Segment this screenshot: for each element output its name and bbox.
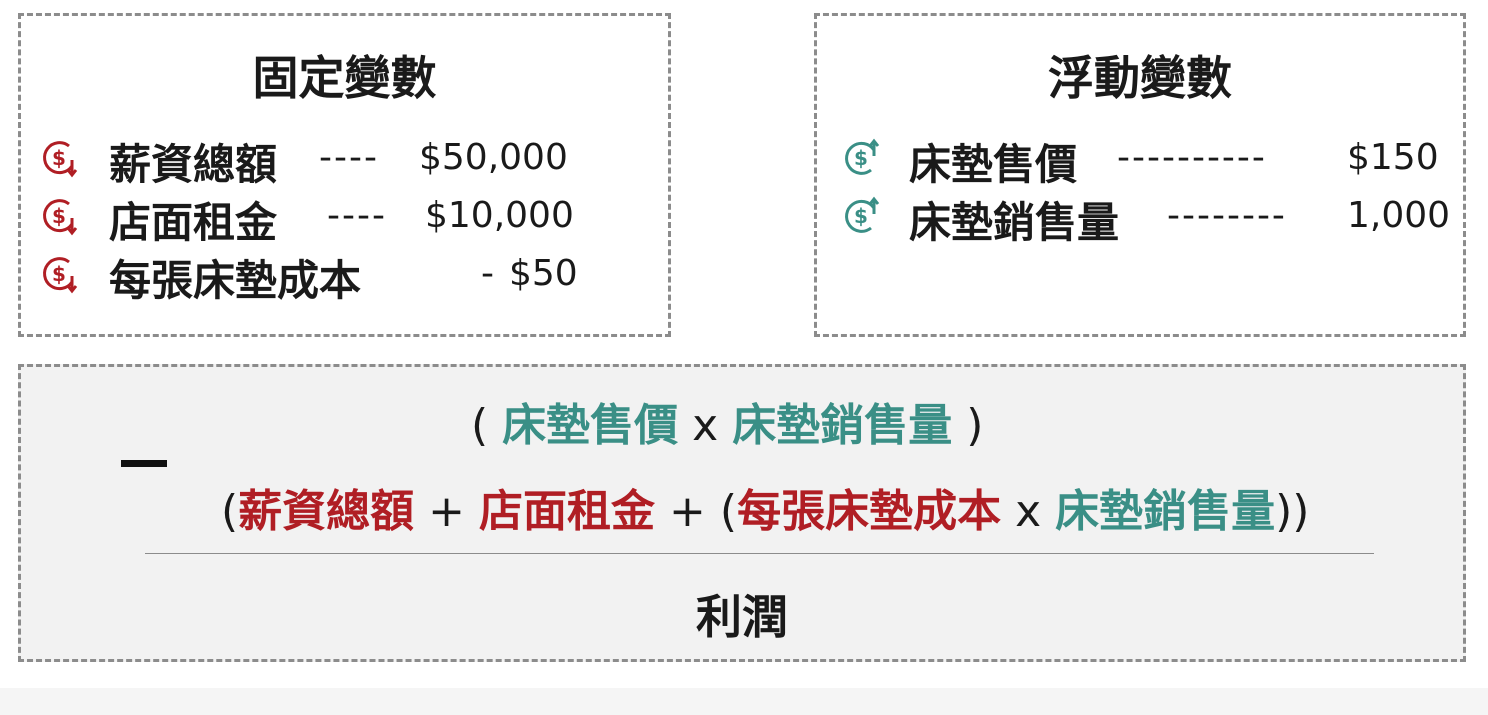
floating-variables-title: 浮動變數 [1048,51,1232,105]
times-sign: x [692,400,719,451]
dollar-down-icon: $ [43,199,78,236]
fixed-item-rent: $ 店面租金 ---- $10,000 [39,187,659,247]
fixed-item-label: 店面租金 [109,198,278,247]
term-salary: 薪資總額 [238,486,415,537]
times-sign: x [1015,486,1042,537]
term-volume: 床墊銷售量 [732,400,953,451]
dash-leader: ---------- [1117,137,1267,178]
fixed-variables-box: 固定變數 $ 薪資總額 ---- $50,000 $ 店面租金 ---- $10… [18,13,671,337]
svg-text:$: $ [52,204,66,228]
open-paren: ( [471,400,489,451]
term-unit-cost: 每張床墊成本 [737,486,1002,537]
fixed-item-value: $50,000 [419,137,568,178]
close-paren: ) [966,400,984,451]
svg-text:$: $ [52,146,66,170]
floating-item-label: 床墊銷售量 [909,198,1120,247]
plus-sign: + [428,486,466,537]
floating-variables-box: 浮動變數 $ 床墊售價 ---------- $150 $ 床墊銷售量 ----… [814,13,1466,337]
bottom-strip [0,688,1488,715]
term-rent: 店面租金 [479,486,656,537]
fixed-item-salary: $ 薪資總額 ---- $50,000 [39,129,659,189]
svg-text:$: $ [854,204,868,228]
dash-leader: ---- [327,195,387,236]
fraction-divider [145,553,1374,554]
floating-item-volume: $ 床墊銷售量 -------- 1,000 [841,187,1451,247]
plus-sign: + [669,486,706,537]
minus-sign [121,460,167,467]
dollar-down-icon: $ [43,257,78,294]
fixed-item-unit-cost: $ 每張床墊成本 - $50 [39,245,659,305]
open-paren: ( [719,486,738,537]
cost-expression: (薪資總額 + 店面租金 + (每張床墊成本 x 床墊銷售量)) [221,475,1309,539]
profit-formula-box: ( 床墊售價 x 床墊銷售量 ) (薪資總額 + 店面租金 + (每張床墊成本 … [18,364,1466,662]
profit-result: 利潤 [696,590,788,644]
fixed-item-label: 薪資總額 [109,140,278,189]
dollar-up-icon: $ [845,138,880,175]
floating-item-price: $ 床墊售價 ---------- $150 [841,129,1451,189]
floating-item-label: 床墊售價 [909,140,1078,189]
floating-item-value: $150 [1347,137,1439,178]
svg-text:$: $ [854,146,868,170]
svg-text:$: $ [52,262,66,286]
dollar-up-icon: $ [845,196,880,233]
close-paren: )) [1275,486,1310,537]
term-volume: 床墊銷售量 [1055,486,1276,537]
floating-item-value: 1,000 [1347,195,1451,236]
term-price: 床墊售價 [502,400,679,451]
fixed-item-value: $50 [509,253,578,294]
fixed-item-label: 每張床墊成本 [109,256,362,305]
dollar-down-icon: $ [43,141,78,178]
revenue-expression: ( 床墊售價 x 床墊銷售量 ) [471,389,983,453]
dash-leader: - [481,253,496,294]
open-paren: ( [221,486,239,537]
fixed-variables-title: 固定變數 [252,51,437,105]
fixed-item-value: $10,000 [425,195,574,236]
dash-leader: -------- [1167,195,1287,236]
dash-leader: ---- [319,137,379,178]
